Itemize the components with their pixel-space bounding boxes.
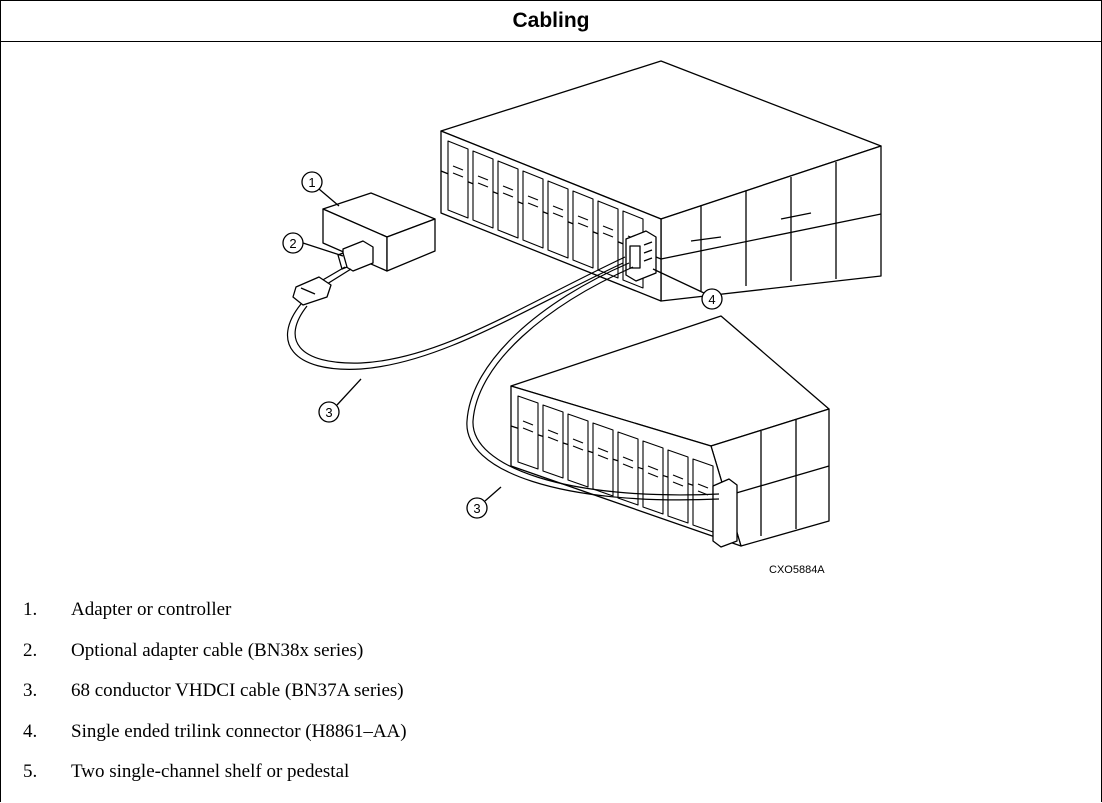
- svg-text:2: 2: [289, 236, 296, 251]
- legend-text: Optional adapter cable (BN38x series): [71, 639, 364, 661]
- callout-4: 4: [652, 268, 723, 310]
- callout-1: 1: [301, 171, 340, 207]
- legend-number: 1.: [23, 599, 38, 620]
- callout-3-upper: 3: [318, 378, 362, 423]
- upper-storage-shelf: [440, 60, 882, 302]
- legend-item: 5. Two single-channel shelf or pedestal: [1, 760, 1101, 801]
- vhdci-cables: [286, 256, 720, 501]
- legend-number: 2.: [23, 639, 38, 661]
- legend-item: 1. Adapter or controller: [1, 598, 1101, 639]
- lower-storage-shelf: [510, 315, 830, 548]
- legend-item: 4. Single ended trilink connector (H8861…: [1, 720, 1101, 761]
- svg-text:1: 1: [308, 175, 315, 190]
- legend-text: 68 conductor VHDCI cable (BN37A series): [71, 680, 404, 701]
- callout-2: 2: [282, 232, 344, 257]
- adapter-cable: [292, 240, 374, 306]
- legend-item: 2. Optional adapter cable (BN38x series): [1, 639, 1101, 680]
- cabling-illustration: 1 2 3 4 3: [1, 42, 1101, 587]
- svg-text:3: 3: [473, 501, 480, 516]
- legend-item: 3. 68 conductor VHDCI cable (BN37A serie…: [1, 679, 1101, 720]
- legend-text: Single ended trilink connector (H8861–AA…: [71, 720, 407, 742]
- legend-list: 1. Adapter or controller 2. Optional ada…: [1, 598, 1101, 801]
- svg-text:4: 4: [708, 292, 715, 307]
- legend-number: 3.: [23, 680, 38, 701]
- legend-text: Two single-channel shelf or pedestal: [71, 761, 350, 782]
- figure-id-label: CXO5884A: [769, 564, 825, 576]
- trilink-connector: [625, 230, 657, 282]
- panel-title: Cabling: [1, 1, 1101, 42]
- callout-3-lower: 3: [466, 486, 502, 519]
- legend-number: 4.: [23, 720, 38, 742]
- svg-text:3: 3: [325, 405, 332, 420]
- legend-text: Adapter or controller: [71, 599, 232, 620]
- legend-number: 5.: [23, 761, 38, 782]
